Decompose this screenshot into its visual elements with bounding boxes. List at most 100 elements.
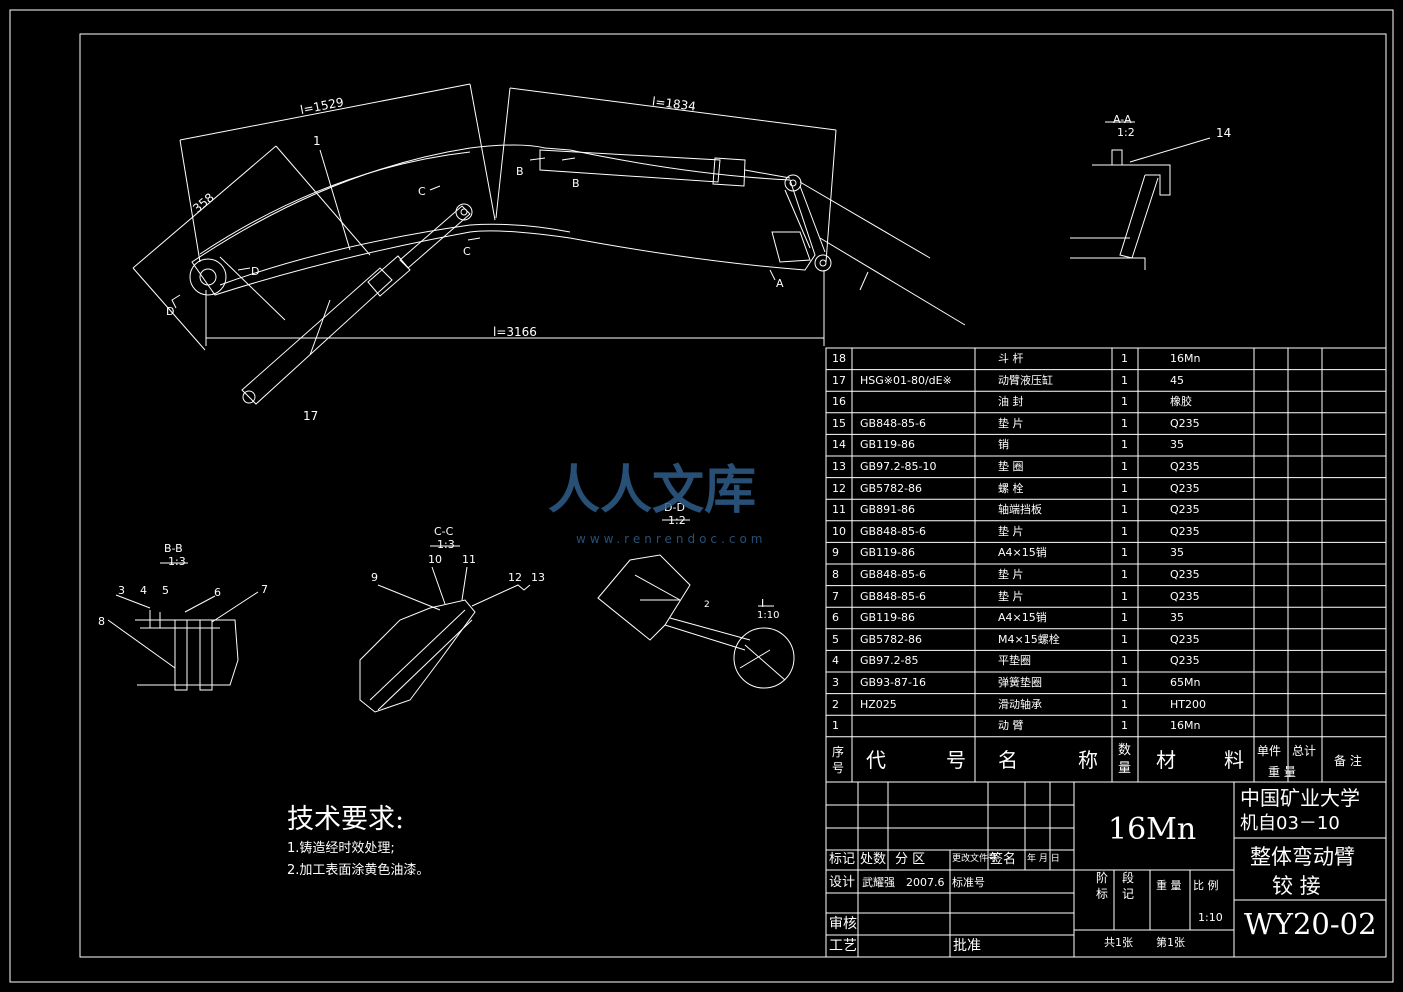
marker-c2: C	[463, 245, 471, 258]
bom-h-w3: 重 量	[1268, 765, 1296, 779]
bom-cell-no: 18	[832, 352, 846, 365]
view-bb-label: B-B	[164, 542, 183, 555]
bom-cell-name: 滑动轴承	[998, 697, 1042, 711]
tb-designer: 武耀强	[862, 876, 895, 889]
tb-zone: 分 区	[895, 852, 926, 867]
bom-cell-name: 垫 片	[998, 589, 1024, 603]
callout-5: 5	[162, 584, 169, 597]
marker-d2: D	[166, 305, 175, 318]
bom-cell-mat: Q235	[1170, 632, 1200, 646]
bom-cell-code: GB5782-86	[860, 632, 923, 646]
bom-cell-no: 16	[832, 395, 846, 409]
bom-cell-qty: 1	[1121, 395, 1128, 409]
bom-cell-no: 9	[832, 546, 839, 560]
bom-cell-no: 7	[832, 589, 839, 603]
bom-h-w2: 总计	[1292, 744, 1317, 758]
callout-10: 10	[428, 553, 442, 566]
watermark-url: www.renrendoc.com	[576, 532, 767, 546]
bom-cell-code: GB891-86	[860, 503, 916, 517]
callout-12: 12	[508, 571, 522, 584]
marker-b1: B	[516, 165, 524, 178]
tb-qty: 处数	[860, 852, 887, 867]
bom-cell-no: 10	[832, 524, 846, 538]
boom-outline	[189, 144, 832, 296]
callout-2: 2	[704, 600, 710, 610]
bom-cell-code: GB848-85-6	[860, 416, 926, 430]
bom-cell-name: A4×15销	[998, 546, 1047, 560]
bom-cell-qty: 1	[1121, 481, 1128, 495]
bom-cell-qty: 1	[1121, 611, 1128, 625]
tb-review: 审核	[829, 916, 857, 932]
bom-cell-qty: 1	[1121, 697, 1128, 711]
bom-cell-qty: 1	[1121, 589, 1128, 603]
tb-scale: 1:10	[1198, 911, 1223, 924]
bom-cell-mat: 橡胶	[1170, 395, 1192, 409]
bom-cell-qty: 1	[1121, 373, 1128, 387]
dim-l3166: l=3166	[493, 325, 537, 339]
bom-cell-name: 轴端挡板	[998, 503, 1042, 517]
bom-cell-mat: 45	[1170, 373, 1184, 387]
callout-14: 14	[1216, 126, 1232, 140]
bom-cell-code: GB848-85-6	[860, 568, 926, 581]
tb-design: 设计	[829, 875, 856, 890]
bom-h-code1: 代	[866, 748, 886, 772]
bom-h-name1: 名	[998, 748, 1018, 772]
bom-cell-qty: 1	[1121, 524, 1128, 538]
marker-c1: C	[418, 185, 426, 198]
bom-cell-code: HZ025	[860, 697, 897, 711]
bom-cell-mat: Q235	[1170, 481, 1200, 495]
bom-cell-no: 8	[832, 568, 839, 581]
tech-line-2: 2.加工表面涂黄色油漆。	[287, 863, 430, 878]
tb-stage4: 记	[1122, 887, 1135, 901]
bom-cell-qty: 1	[1121, 352, 1128, 365]
bom-cell-name: M4×15螺栓	[998, 632, 1060, 646]
bom-cell-no: 6	[832, 611, 839, 625]
bom-cell-code: GB97.2-85	[860, 654, 919, 668]
bom-cell-no: 11	[832, 503, 846, 517]
bom-cell-no: 2	[832, 697, 839, 711]
tb-sign: 签名	[990, 852, 1017, 867]
marker-a: A	[776, 277, 784, 290]
view-cc	[359, 545, 531, 713]
tb-doc: 更改文件号	[952, 854, 998, 864]
bom-cell-mat: Q235	[1170, 503, 1200, 517]
bom-cell-qty: 1	[1121, 719, 1128, 733]
bom-cell-code: GB119-86	[860, 546, 916, 560]
dimension-lines	[132, 83, 966, 356]
tb-title1: 整体弯动臂	[1250, 845, 1355, 869]
view-i-label: I	[761, 597, 765, 610]
marker-d1: D	[251, 265, 260, 278]
bom-cell-no: 13	[832, 460, 846, 473]
bom-cell-name: 弹簧垫圈	[998, 676, 1042, 689]
tb-material: 16Mn	[1108, 812, 1197, 847]
bom-cell-mat: Q235	[1170, 654, 1200, 668]
view-dd-scale: 1:2	[668, 514, 686, 527]
view-cc-scale: 1:3	[437, 538, 455, 551]
callout-7: 7	[261, 583, 268, 596]
arm-cylinder	[539, 149, 826, 263]
bom-cell-mat: Q235	[1170, 589, 1200, 603]
tech-title: 技术要求:	[287, 804, 405, 835]
callout-11: 11	[462, 553, 476, 566]
bom-cell-code: GB97.2-85-10	[860, 460, 937, 473]
bom-h-mat2: 料	[1224, 748, 1244, 772]
bom-cell-qty: 1	[1121, 632, 1128, 646]
bom-cell-name: 垫 片	[998, 568, 1024, 581]
bom-cell-code: GB119-86	[860, 438, 916, 452]
bom-cell-no: 12	[832, 481, 846, 495]
bom-cell-no: 3	[832, 676, 839, 689]
bom-cell-no: 17	[832, 373, 846, 387]
bom-cell-name: 销	[998, 438, 1009, 452]
bom-cell-mat: Q235	[1170, 460, 1200, 473]
callout-6: 6	[214, 586, 221, 599]
title-block-grid	[825, 781, 1387, 958]
callout-3: 3	[118, 584, 125, 597]
bom-cell-mat: 16Mn	[1170, 352, 1201, 365]
callout-1: 1	[313, 134, 321, 148]
bom-grid	[825, 347, 1387, 783]
bom-cell-qty: 1	[1121, 438, 1128, 452]
view-dd-label: D-D	[664, 501, 685, 514]
callout-13: 13	[531, 571, 545, 584]
bom-h-w1: 单件	[1257, 744, 1282, 758]
